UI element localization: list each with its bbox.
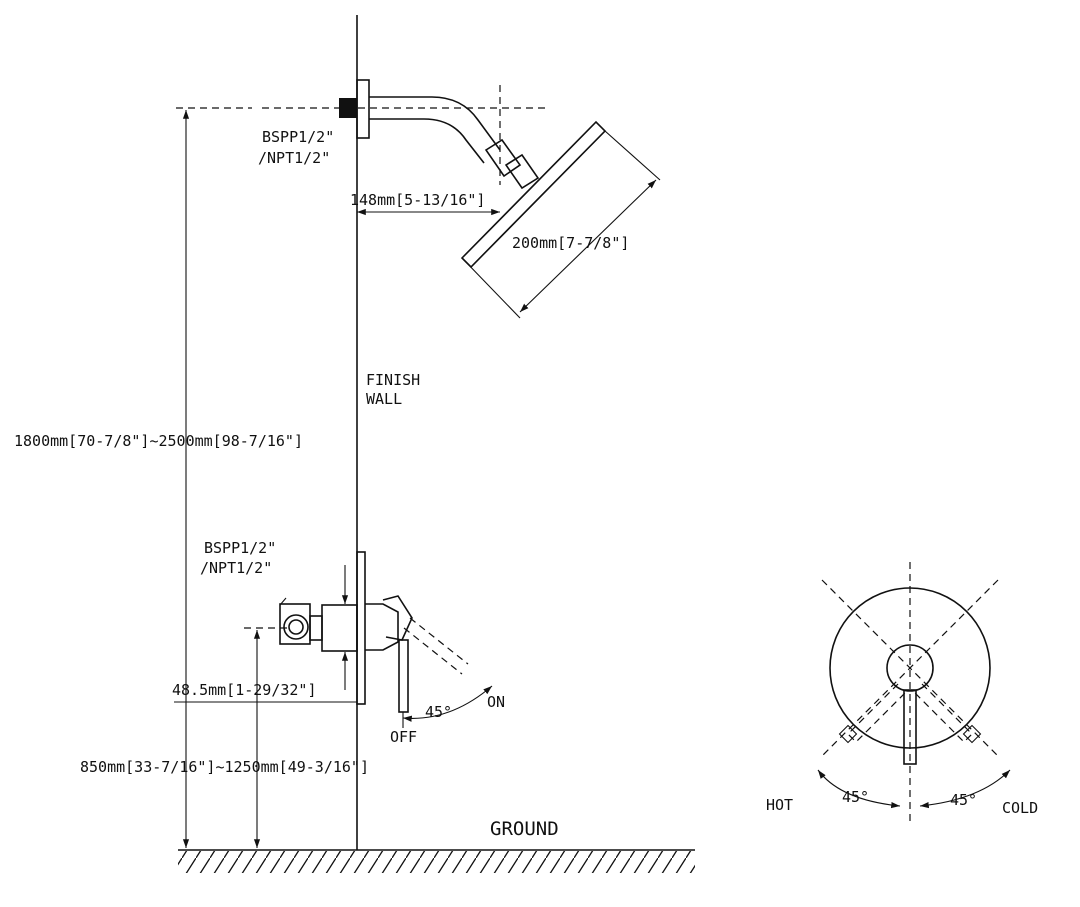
valve-depth-dimension xyxy=(174,565,357,703)
mixer-valve-front xyxy=(817,562,1011,822)
ground-label: GROUND xyxy=(490,818,559,840)
shower-height-dimension xyxy=(176,107,252,848)
arm-projection-label: 148mm[5-13/16"] xyxy=(350,191,485,209)
shower-head xyxy=(460,120,661,319)
cold-label: COLD xyxy=(1002,799,1038,817)
valve-height-label: 850mm[33-7/16"]~1250mm[49-3/16"] xyxy=(80,758,369,776)
valve-connection-label-1: BSPP1/2" xyxy=(204,539,276,557)
head-diameter-label: 200mm[7-7/8"] xyxy=(512,234,629,252)
ground-line xyxy=(178,849,695,873)
shower-connection-label-1: BSPP1/2" xyxy=(262,128,334,146)
shower-height-label: 1800mm[70-7/8"]~2500mm[98-7/16"] xyxy=(14,432,303,450)
shower-connection-label-2: /NPT1/2" xyxy=(258,149,330,167)
valve-depth-label: 48.5mm[1-29/32"] xyxy=(172,681,317,699)
off-label: OFF xyxy=(390,728,417,746)
shower-arm xyxy=(262,79,548,190)
finish-wall-label-2: WALL xyxy=(366,390,402,408)
valve-connection-label-2: /NPT1/2" xyxy=(200,559,272,577)
on-label: ON xyxy=(487,693,505,711)
finish-wall-label-1: FINISH xyxy=(366,371,420,389)
hot-label: HOT xyxy=(766,796,793,814)
hot-angle-label: 45° xyxy=(842,788,869,806)
valve-height-dimension xyxy=(244,627,290,848)
mixer-valve-side xyxy=(279,551,493,728)
lever-angle-label: 45° xyxy=(425,703,452,721)
cold-angle-label: 45° xyxy=(950,791,977,809)
